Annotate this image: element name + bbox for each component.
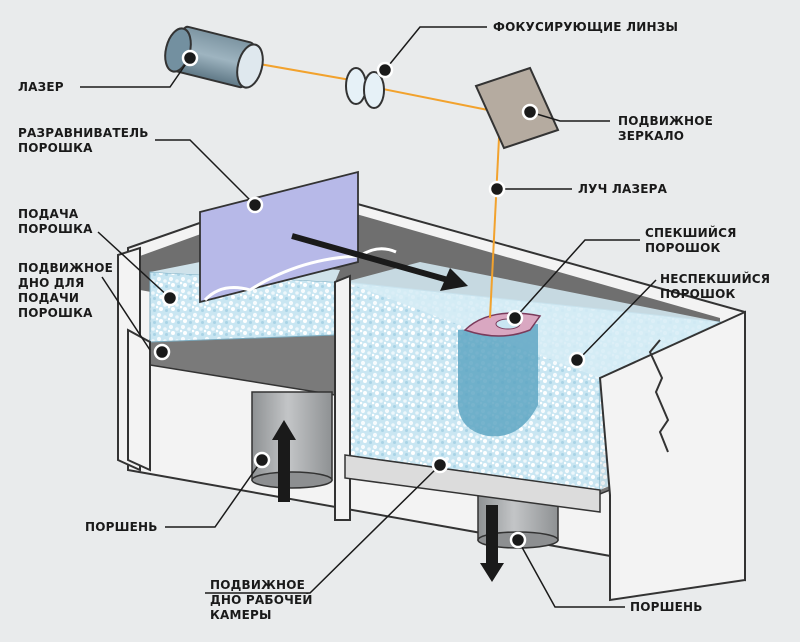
label-laser: ЛАЗЕР: [18, 80, 64, 94]
label-dots: [153, 49, 586, 549]
leader-lines: [80, 26, 657, 608]
powder-leveler: [199, 170, 397, 304]
label-piston-left: ПОРШЕНЬ: [85, 520, 158, 534]
focusing-lenses: [345, 67, 385, 109]
piston-up-arrow: [272, 420, 296, 502]
label-focusing-lenses: ФОКУСИРУЮЩИЕ ЛИНЗЫ: [493, 20, 679, 34]
leveler-direction-arrow: [291, 233, 468, 291]
label-unsintered-powder: НЕСПЕКШИЙСЯ ПОРОШОК: [660, 272, 771, 301]
label-piston-right: ПОРШЕНЬ: [630, 600, 703, 614]
label-sintered-powder: СПЕКШИЙСЯ ПОРОШОК: [645, 226, 737, 255]
label-feed-moving-floor: ПОДВИЖНОЕ ДНО ДЛЯ ПОДАЧИ ПОРОШКА: [18, 261, 114, 320]
laser-beam-path: [247, 61, 501, 319]
label-powder-leveler: РАЗРАВНИВАТЕЛЬ ПОРОШКА: [18, 126, 149, 155]
sintered-part: [457, 312, 542, 437]
piston-down-arrow: [480, 505, 504, 582]
label-laser-beam: ЛУЧ ЛАЗЕРА: [578, 182, 668, 196]
chamber-partition: [334, 274, 351, 521]
moving-mirror: [474, 66, 560, 150]
label-powder-feed: ПОДАЧА ПОРОШКА: [18, 207, 93, 236]
laser-emitter: [164, 25, 264, 89]
label-build-moving-floor: ПОДВИЖНОЕ ДНО РАБОЧЕЙ КАМЕРЫ: [210, 578, 313, 622]
label-moving-mirror: ПОДВИЖНОЕ ЗЕРКАЛО: [618, 114, 714, 143]
